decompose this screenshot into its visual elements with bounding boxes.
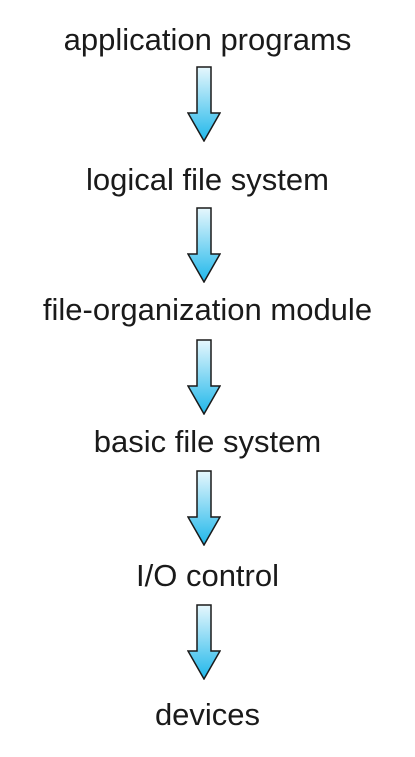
layer-basic-file-system: basic file system	[93, 424, 322, 459]
layer-application-programs: application programs	[63, 22, 352, 57]
layer-devices: devices	[154, 697, 261, 732]
down-arrow-icon	[187, 604, 221, 680]
layer-io-control: I/O control	[136, 558, 279, 593]
layer-file-organization-module: file-organization module	[42, 292, 373, 327]
down-arrow-icon	[187, 207, 221, 283]
down-arrow-icon	[187, 66, 221, 142]
down-arrow-icon	[187, 339, 221, 415]
layer-logical-file-system: logical file system	[86, 162, 329, 197]
down-arrow-icon	[187, 470, 221, 546]
